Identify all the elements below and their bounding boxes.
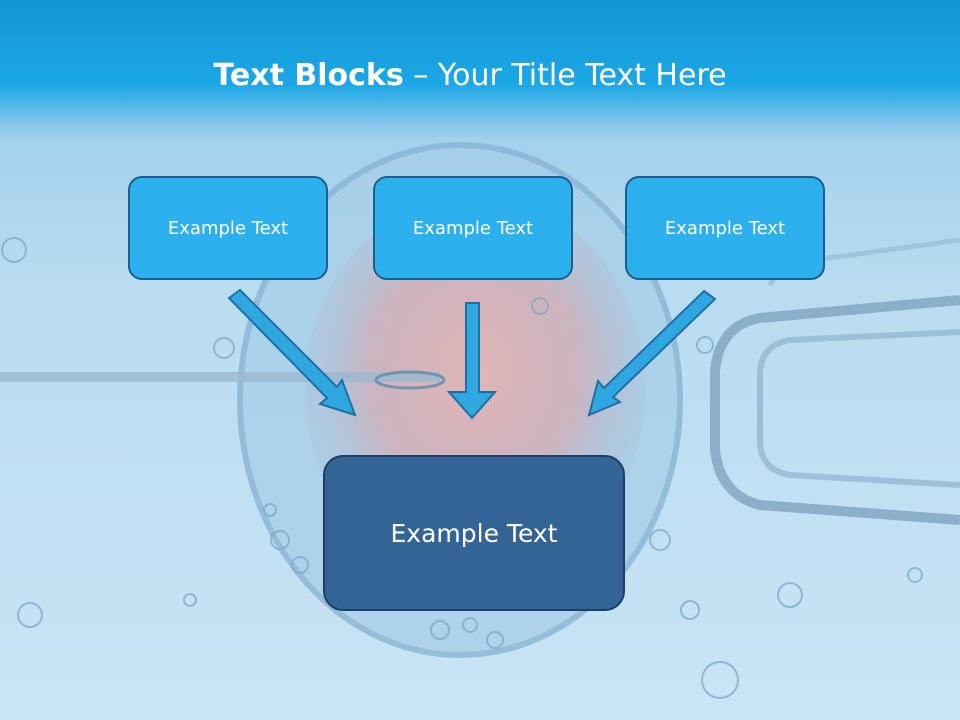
arrow-right-diagonal <box>589 291 715 415</box>
text-block-right-label: Example Text <box>665 218 785 239</box>
arrow-left-diagonal <box>229 290 355 415</box>
text-block-right[interactable]: Example Text <box>625 176 825 280</box>
text-block-bottom[interactable]: Example Text <box>323 455 625 611</box>
text-block-left[interactable]: Example Text <box>128 176 328 280</box>
text-block-center-label: Example Text <box>413 218 533 239</box>
text-block-center[interactable]: Example Text <box>373 176 573 280</box>
text-block-left-label: Example Text <box>168 218 288 239</box>
arrow-center-down <box>449 303 495 418</box>
text-block-bottom-label: Example Text <box>391 519 558 548</box>
